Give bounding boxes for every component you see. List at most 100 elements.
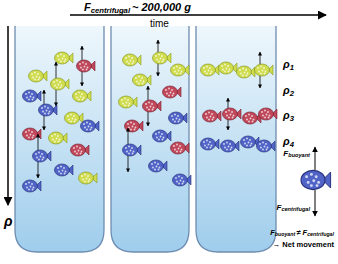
particle-dot [57, 55, 59, 57]
tube-outline [15, 26, 104, 252]
particle-body [221, 140, 236, 152]
particle-body [23, 128, 38, 140]
particle-dot [168, 95, 170, 97]
text-label: F [270, 228, 275, 237]
particle-dot [174, 149, 176, 151]
particle-dot [44, 106, 46, 108]
text-label: ~ 200,000 g [132, 1, 191, 13]
particle-dot [25, 93, 27, 95]
protein-particle [125, 120, 144, 132]
particle-dot [246, 75, 248, 77]
particle-dot [203, 141, 205, 143]
particle-body [259, 108, 274, 120]
particle-dot [36, 76, 38, 78]
particle-dot [135, 77, 137, 79]
particle-dot [127, 99, 129, 101]
particle-dot [128, 56, 130, 58]
particle-dot [122, 103, 124, 105]
particle-dot [244, 143, 246, 145]
particle-dot [154, 162, 156, 164]
particle-dot [172, 95, 174, 97]
particle-dot [210, 147, 212, 149]
particle-dot [175, 177, 177, 179]
particle-dot [178, 121, 180, 123]
text-label: ρ [283, 109, 290, 121]
particle-dot [74, 151, 76, 153]
particle-dot [130, 129, 132, 131]
particle-dot [79, 63, 81, 65]
particle-dot [135, 127, 137, 129]
particle-dot [178, 148, 180, 150]
particle-body [163, 86, 178, 98]
particle-dot [262, 70, 264, 72]
particle-dot [26, 135, 28, 137]
particle-dot [173, 67, 175, 69]
particle-dot [173, 145, 175, 147]
protein-particle [255, 64, 274, 76]
particle-dot [250, 145, 252, 147]
particle-dot [244, 72, 246, 74]
particle-dot [80, 153, 82, 155]
particle-dot [165, 89, 167, 91]
particle-dot [31, 131, 33, 133]
protein-particle [65, 112, 84, 124]
particle-dot [58, 84, 60, 86]
particle-dot [161, 55, 163, 57]
particle-body [133, 74, 148, 86]
particle-dot [206, 117, 208, 119]
particle-dot [67, 115, 69, 117]
particle-body [49, 132, 64, 144]
particle-dot [206, 73, 208, 75]
protein-particle [49, 132, 68, 144]
particle-dot [265, 71, 267, 73]
particle-dot [228, 71, 230, 73]
particle-dot [157, 163, 159, 165]
particle-dot [260, 66, 262, 68]
particle-dot [81, 175, 83, 177]
text-row: time [150, 18, 169, 29]
particle-dot [90, 129, 92, 131]
particle-dot [173, 93, 175, 95]
particle-dot [248, 142, 250, 144]
particle-dot [78, 92, 80, 94]
particle-dot [76, 146, 78, 148]
particle-dot [208, 144, 210, 146]
particle-dot [203, 67, 205, 69]
particle-dot [88, 126, 90, 128]
particle-body [149, 160, 164, 172]
particle-dot [28, 189, 30, 191]
particle-dot [42, 111, 44, 113]
particle-dot [315, 175, 318, 178]
particle-dot [239, 69, 241, 71]
particle-dot [160, 58, 162, 60]
particle-body [153, 130, 168, 142]
particle-body [201, 64, 216, 76]
particle-body [55, 52, 70, 64]
particle-dot [176, 73, 178, 75]
particle-dot [129, 103, 131, 105]
particle-dot [30, 96, 32, 98]
particle-dot [183, 181, 185, 183]
particle-dot [210, 73, 212, 75]
particle-dot [242, 68, 244, 70]
particle-dot [51, 135, 53, 137]
text-label: F [303, 228, 308, 237]
particle-dot [205, 113, 207, 115]
particle-dot [33, 97, 35, 99]
particle-body [171, 64, 186, 76]
particle-dot [46, 110, 48, 112]
particle-dot [65, 59, 67, 61]
subscript-label: 4 [290, 140, 294, 149]
particle-dot [30, 186, 32, 188]
particle-dot [248, 114, 250, 116]
particle-dot [130, 150, 132, 152]
protein-particle [79, 172, 98, 184]
particle-body [201, 138, 216, 150]
particle-body [169, 112, 184, 124]
protein-particle [203, 110, 222, 122]
particle-dot [26, 97, 28, 99]
particle-dot [210, 116, 212, 118]
particle-dot [231, 111, 233, 113]
particle-dot [264, 117, 266, 119]
particle-dot [182, 183, 184, 185]
